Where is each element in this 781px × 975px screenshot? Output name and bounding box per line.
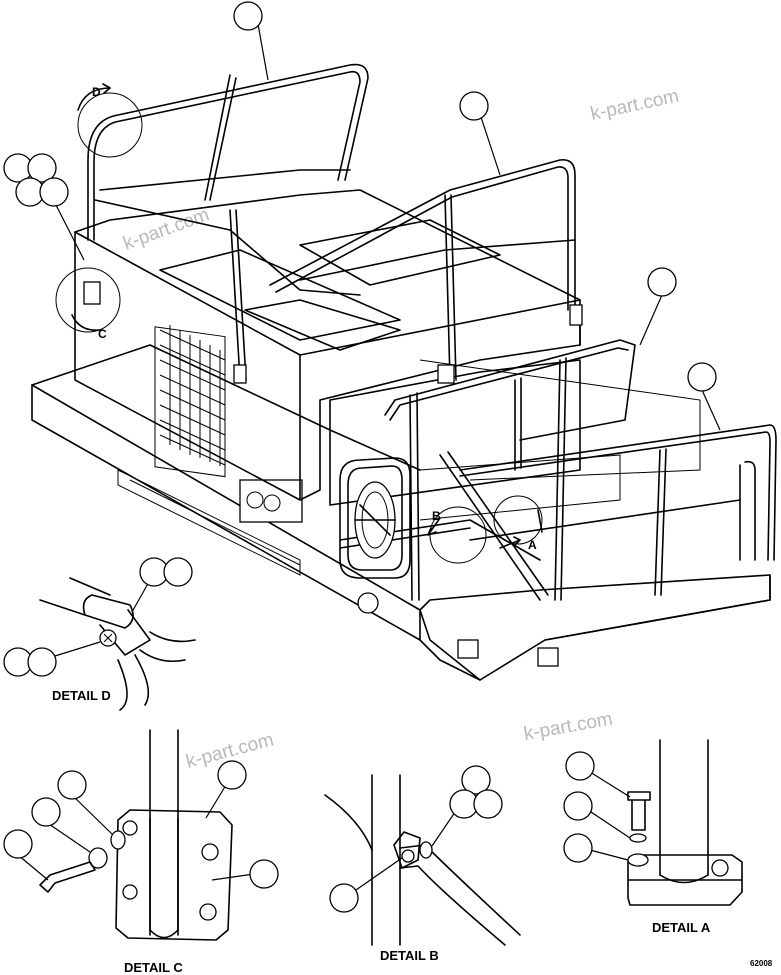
detail-b-label: DETAIL B [380,948,439,963]
view-marker-b: B [432,509,441,523]
callout-a3 [563,833,593,863]
flat-washer-c [88,847,108,869]
callout-c4 [217,760,247,790]
callout-b1 [461,765,491,795]
detail-c: DETAIL C [3,729,279,975]
callout-b4 [329,883,359,913]
callout-d2 [163,557,193,587]
detail-c-circle [55,267,121,333]
caster-wheel [357,592,379,614]
bolt-head-c4 [199,903,217,921]
view-arrows: D C B A [71,83,543,552]
top-handrail [83,63,369,384]
front-light-box [239,479,303,523]
callout-b3 [473,789,503,819]
main-assembly: D C B A [3,1,777,681]
callout-4 [687,362,717,392]
detail-a-label: DETAIL A [652,920,711,935]
callout-c2 [31,797,61,827]
detail-d-circle [77,92,143,158]
body-housing [74,189,621,521]
front-handrail [339,339,777,601]
side-handrail [269,158,583,384]
detail-b: DETAIL B [324,765,521,963]
detail-a: DETAIL A [563,739,743,935]
lock-washer-c [110,830,126,850]
callout-c5 [249,859,279,889]
view-marker-d: D [92,85,101,99]
callout-2 [459,91,489,121]
bolt-a [627,791,651,831]
bolt-head-c3 [122,884,138,900]
callout-c1 [57,770,87,800]
detail-d-label: DETAIL D [52,688,111,703]
callout-3 [647,267,677,297]
mirror-assembly [354,481,396,559]
watermark-3: k-part.com [522,709,614,745]
figure-code: 62008 [750,959,773,968]
callout-1 [233,1,263,31]
callout-a2 [563,791,593,821]
side-grille [154,326,226,478]
main-callouts [3,1,721,431]
view-marker-c: C [98,327,107,341]
bolt-c [39,861,96,893]
bolt-head-c1 [122,820,138,836]
bolt-head-c2 [201,843,219,861]
step-pocket-2 [537,647,559,667]
view-marker-a: A [528,538,537,552]
callout-6 [27,153,57,183]
watermarks: k-part.com k-part.com k-part.com k-part.… [121,86,681,773]
callout-a1 [565,751,595,781]
grille-mesh [159,325,226,466]
callout-8 [39,177,69,207]
base-frame [31,344,771,681]
detail-a-circle [493,495,543,545]
callout-c3 [3,829,33,859]
detail-d: DETAIL D [3,557,196,711]
step-pocket-1 [457,639,479,659]
detail-c-label: DETAIL C [124,960,183,975]
flat-washer-a [627,853,649,867]
watermark-1: k-part.com [589,86,681,125]
callout-d4 [27,647,57,677]
lock-washer-a [629,833,647,843]
